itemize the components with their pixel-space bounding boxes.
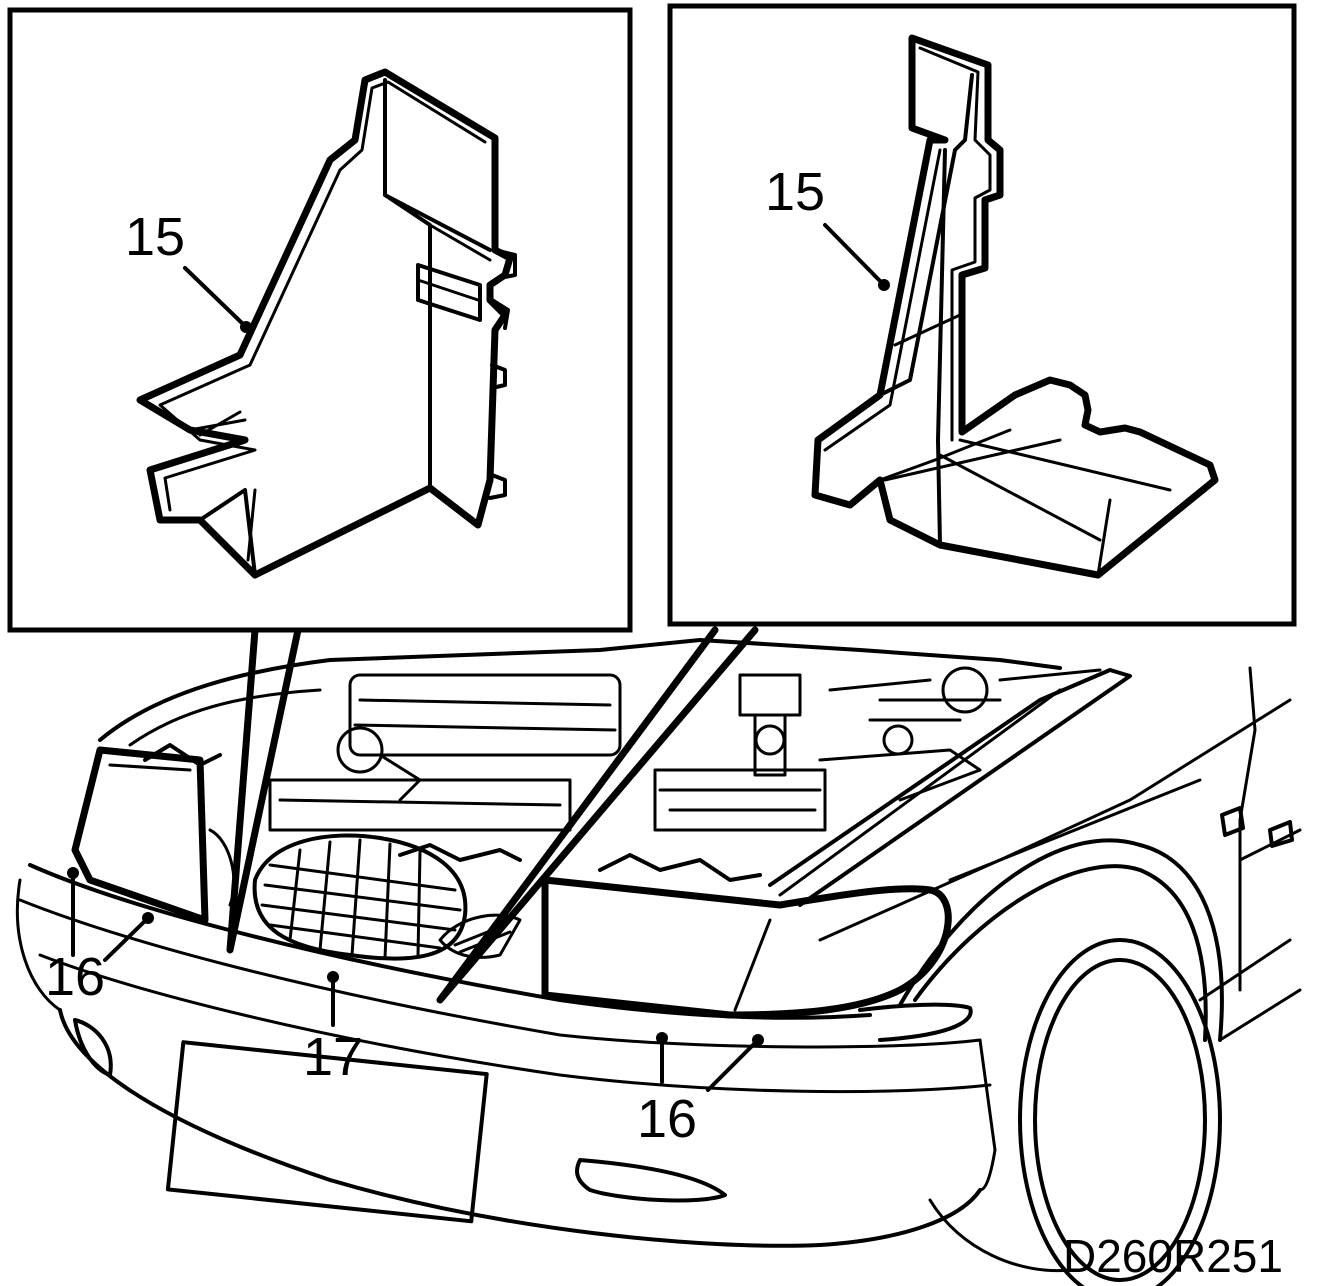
- front-grille: [208, 828, 468, 961]
- callout-17-bumper: 17: [303, 971, 363, 1087]
- bracket-15-left-view: [136, 68, 517, 579]
- bumper-lip: [58, 1008, 982, 1248]
- right-headlamp: [541, 876, 952, 1019]
- car-front-illustration: [15, 638, 1302, 1286]
- inset-left-leader: [226, 626, 302, 954]
- callout-15-left: 15: [125, 207, 185, 267]
- left-headlamp: [71, 746, 209, 924]
- bumper-top: [28, 863, 872, 1020]
- license-plate: [165, 1040, 489, 1224]
- callout-15-right: 15: [765, 162, 825, 222]
- inset-right-leader: [436, 626, 759, 1004]
- svg-text:16: 16: [637, 1089, 697, 1149]
- hood-edge: [98, 638, 1062, 742]
- front-wheel: [898, 838, 1224, 1286]
- diagram-reference-code: D260R251: [1063, 1230, 1283, 1282]
- inset-right-panel: 15: [667, 3, 1297, 627]
- callout-16-front-right: 16: [637, 1032, 764, 1149]
- inset-left-panel: 15: [7, 7, 633, 633]
- bracket-15-right-view: [811, 34, 1219, 579]
- svg-text:16: 16: [45, 947, 105, 1007]
- callout-16-front-left: 16: [45, 867, 154, 1007]
- svg-text:17: 17: [303, 1027, 363, 1087]
- engine-bay: [143, 666, 1102, 882]
